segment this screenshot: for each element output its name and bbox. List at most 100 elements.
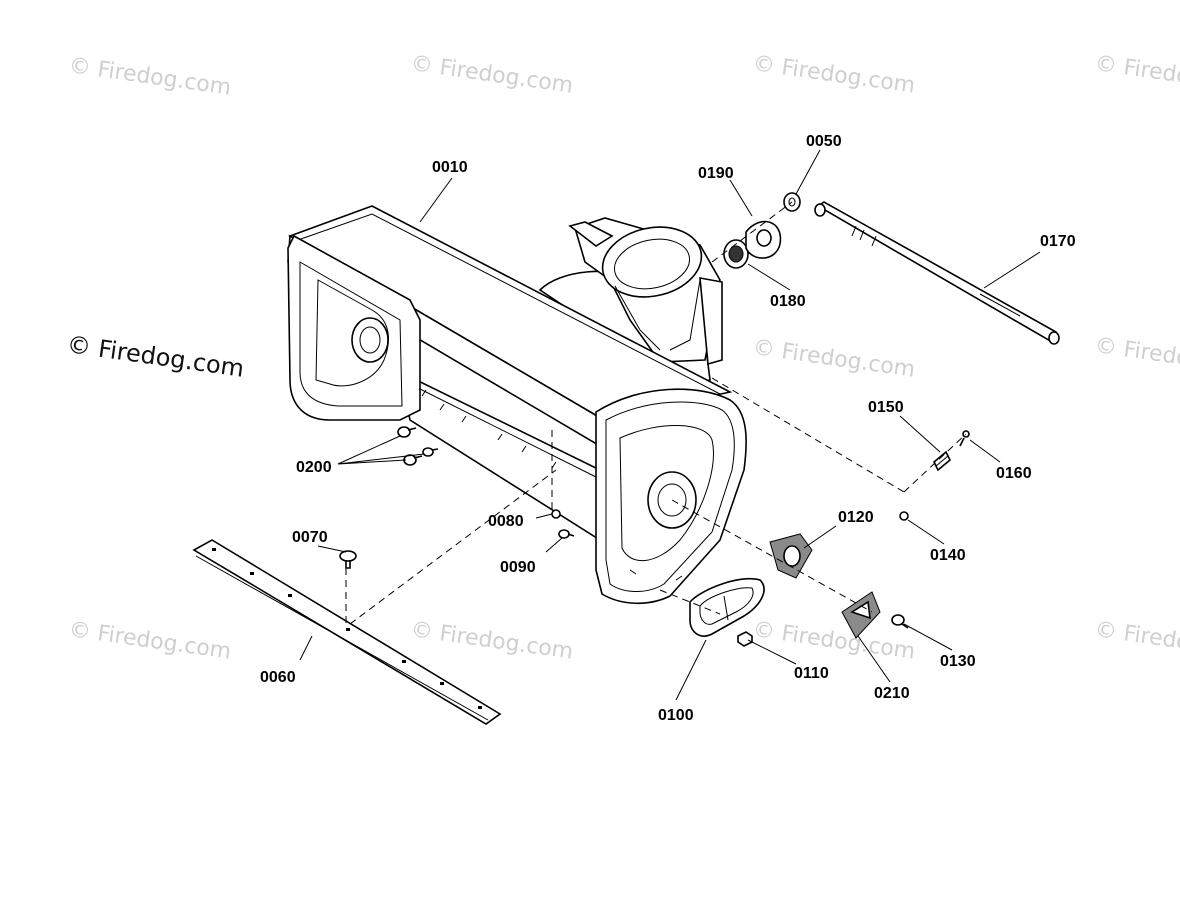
carriage-bolt[interactable]: [339, 550, 357, 569]
leader-line: [907, 519, 945, 545]
assembly-line: [659, 589, 721, 615]
leader-line: [857, 635, 891, 683]
flange-0120[interactable]: [769, 533, 813, 579]
leader-line: [419, 177, 453, 223]
watermark-text: © Firedog.com: [1093, 333, 1180, 381]
part-label-0130: 0130: [940, 653, 976, 670]
pin-shank: [959, 437, 965, 447]
leader-line: [899, 415, 941, 453]
shaft-end-left: [814, 203, 826, 217]
bolt-shank: [901, 623, 909, 629]
part-label-0120: 0120: [838, 509, 874, 526]
screw-shank: [567, 533, 575, 537]
flange-bearing-0190[interactable]: [745, 220, 782, 259]
bolt-head: [422, 447, 434, 457]
leader-line: [747, 639, 797, 665]
watermark-text: © Firedog.com: [67, 617, 233, 665]
bolt-head: [891, 614, 905, 626]
watermark-text: © Firedog.com: [67, 53, 233, 101]
part-labels: 0010 0050 0190 0170 0180 0150 0160 0140 …: [260, 133, 1076, 724]
part-label-0070: 0070: [292, 529, 328, 546]
bearing-0180[interactable]: [723, 239, 749, 269]
bolt-shank: [407, 427, 417, 431]
nut-0110[interactable]: [737, 631, 753, 647]
part-label-0140: 0140: [930, 547, 966, 564]
trough-slots: [421, 389, 557, 469]
watermark-text: © Firedog.com: [1093, 51, 1180, 99]
carriage-bolt-head: [339, 550, 357, 562]
watermark-text: © Firedog.com: [751, 335, 917, 383]
chute-neck-lines: [614, 279, 701, 351]
part-label-0050: 0050: [806, 133, 842, 150]
part-label-0100: 0100: [658, 707, 694, 724]
leader-line: [337, 435, 425, 465]
shaft-body: [816, 201, 1058, 344]
nut-0140[interactable]: [899, 511, 909, 521]
left-bearing-hole: [351, 317, 389, 363]
leader-line: [903, 623, 953, 651]
watermark-text: © Firedog.com: [751, 617, 917, 665]
auger-shaft[interactable]: [814, 201, 1060, 345]
bearing-housing-inner: [699, 587, 754, 625]
leader-line: [983, 251, 1041, 289]
trough-line: [409, 383, 599, 479]
bearing-inner: [728, 245, 744, 263]
bolt-0130[interactable]: [891, 614, 909, 629]
watermark-text: © Firedog.com: [751, 51, 917, 99]
scraper-bar[interactable]: [192, 539, 502, 725]
watermark-text: © Firedog.com: [409, 617, 575, 665]
leader-line: [675, 639, 707, 701]
leader-line: [317, 545, 347, 553]
right-side-cutout: [619, 424, 714, 561]
flange-bearing-bore: [756, 229, 772, 247]
right-bearing-hole-inner: [657, 483, 687, 517]
bolt-head: [397, 426, 411, 438]
watermark-text: © Firedog.com: [1093, 617, 1180, 665]
assembly-line: [711, 201, 793, 263]
part-label-0010: 0010: [432, 159, 468, 176]
part-label-0180: 0180: [770, 293, 806, 310]
part-label-0210: 0210: [874, 685, 910, 702]
right-side-panel-inner: [605, 401, 735, 592]
screw-head: [558, 529, 570, 539]
left-side-cutout: [315, 279, 389, 387]
assembly-line: [711, 377, 905, 493]
bearing-housing-divider: [723, 595, 729, 621]
part-label-0090: 0090: [500, 559, 536, 576]
washer-0080[interactable]: [551, 509, 561, 519]
part-label-0160: 0160: [996, 465, 1032, 482]
part-label-0190: 0190: [698, 165, 734, 182]
chute-bracket-left: [568, 221, 614, 247]
auger-housing[interactable]: [287, 205, 747, 605]
flange-bore: [783, 545, 801, 567]
scraper-bar-holes: [212, 548, 482, 709]
bolts-0200[interactable]: [397, 426, 439, 466]
clip-0150[interactable]: [933, 450, 951, 472]
leader-line: [729, 179, 753, 217]
shaft-end-right: [1048, 331, 1060, 345]
leader-line: [803, 525, 837, 549]
assembly-line: [671, 499, 873, 613]
bearing-housing[interactable]: [689, 577, 765, 637]
assembly-lines: [345, 201, 967, 625]
part-label-0150: 0150: [868, 399, 904, 416]
flange-plate-0210[interactable]: [841, 591, 881, 639]
bearing-housing-outer: [689, 577, 765, 637]
leader-line: [545, 537, 563, 553]
part-label-0170: 0170: [1040, 233, 1076, 250]
scraper-bar-body: [192, 539, 502, 725]
assembly-line: [903, 433, 967, 493]
part-label-0200: 0200: [296, 459, 332, 476]
left-side-panel-inner: [299, 261, 403, 407]
clip-edge: [935, 455, 949, 467]
leader-line: [299, 635, 313, 661]
screw-0090[interactable]: [558, 529, 575, 539]
leader-lines: [299, 149, 1041, 701]
assembly-line: [349, 469, 557, 625]
chute-opening-inner: [613, 238, 691, 290]
bolt-shank: [431, 448, 439, 451]
bolt-shank: [413, 455, 423, 459]
shaft-keyway: [979, 293, 1021, 317]
